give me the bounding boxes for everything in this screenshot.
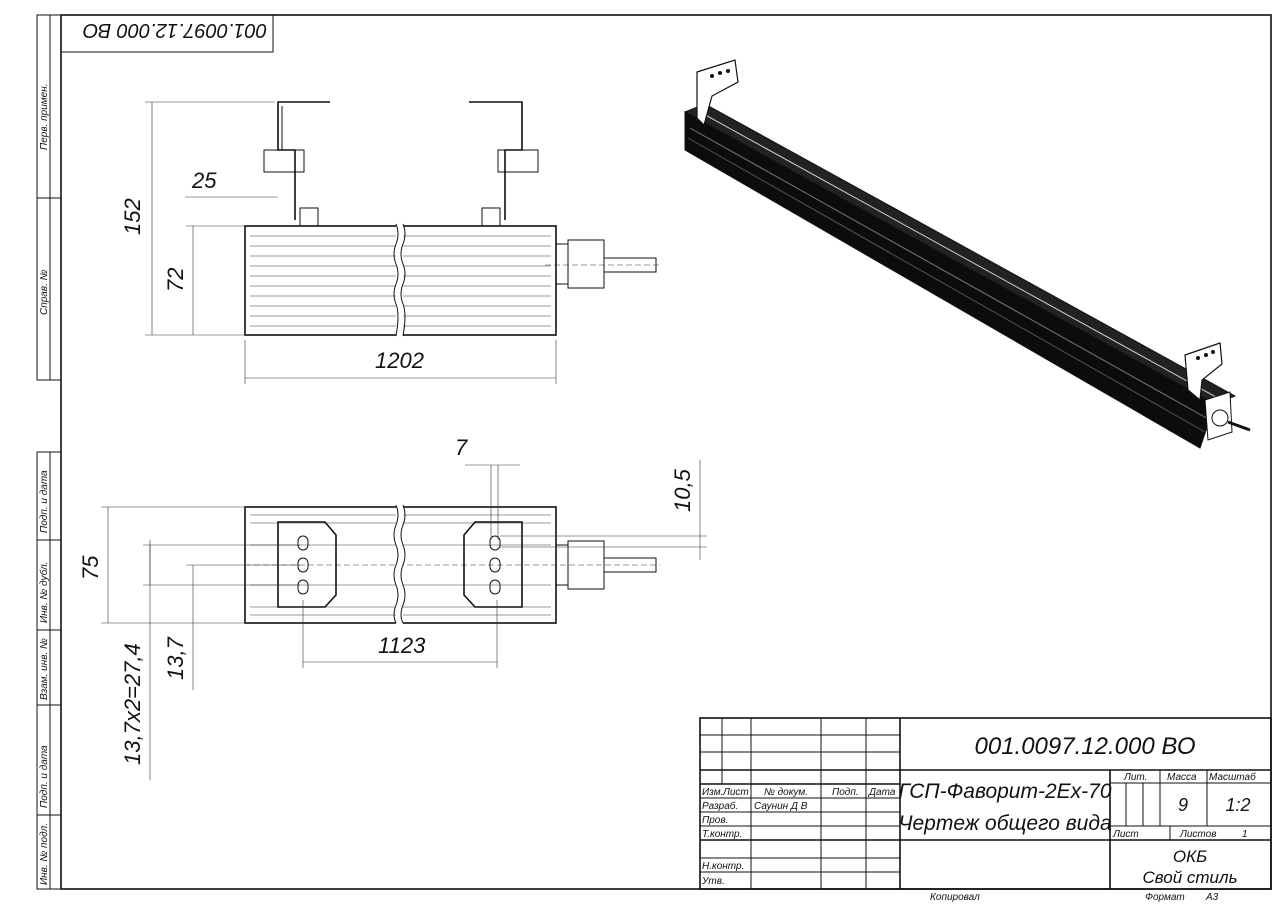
dim-72: 72	[163, 268, 188, 292]
margin-label-podp-data-2: Подп. и дата	[39, 745, 50, 808]
hdr-izm: Изм.	[702, 787, 723, 798]
role-utv: Утв.	[701, 876, 725, 887]
dim-pitch-total: 13,7x2=27,4	[120, 643, 145, 765]
title-designation: 001.0097.12.000 ВО	[975, 733, 1196, 760]
margin-label-vzam-inv: Взам. инв. №	[39, 638, 50, 700]
stamp-code: 001.0097.12.000 ВО	[83, 19, 267, 41]
dim-1123: 1123	[378, 633, 426, 658]
title-block	[699, 717, 1272, 890]
dim-13-7: 13,7	[163, 636, 188, 680]
role-nkontr: Н.контр.	[702, 861, 744, 872]
top-view	[244, 101, 660, 339]
hdr-podp: Подп.	[832, 787, 859, 798]
bottom-view-dimension-lines	[101, 460, 707, 780]
sheets-label: Листов	[1179, 829, 1216, 840]
scale-label: Масштаб	[1209, 771, 1256, 783]
sheets-count: 1	[1242, 829, 1248, 840]
top-view-dimension-lines	[145, 101, 557, 384]
title-name-line1: ГСП-Фаворит-2Ex-70	[898, 780, 1111, 803]
dim-1202: 1202	[375, 348, 424, 373]
margin-label-inv-dubl: Инв. № дубл.	[38, 562, 50, 624]
footer-copied: Копировал	[930, 892, 980, 903]
dim-152: 152	[120, 198, 145, 235]
role-tkontr: Т.контр.	[702, 829, 742, 840]
role-razrab: Разраб.	[702, 800, 738, 812]
footer-format: А3	[1205, 892, 1219, 903]
dim-7: 7	[455, 435, 468, 460]
developer-name: Саунин Д В	[754, 801, 808, 812]
margin-label-podp-data: Подп. и дата	[39, 470, 50, 533]
title-name-line2: Чертеж общего вида	[898, 812, 1111, 835]
margin-label-perv-primen: Перв. примен.	[39, 84, 50, 150]
margin-label-inv-podl: Инв. № подл.	[39, 823, 50, 885]
margin-label-sprav: Справ. №	[39, 269, 50, 315]
stamp-box	[60, 14, 274, 53]
org-line2: Свой стиль	[1142, 868, 1237, 887]
dim-75: 75	[78, 555, 103, 580]
hdr-list: Лист	[722, 787, 749, 798]
role-prov: Пров.	[702, 815, 728, 826]
sheet-label: Лист	[1112, 829, 1139, 840]
left-margin-columns	[36, 14, 62, 890]
isometric-view	[683, 59, 1251, 449]
dim-25: 25	[191, 168, 217, 193]
hdr-doc-no: № докум.	[764, 787, 808, 798]
hdr-data: Дата	[868, 787, 896, 798]
org-line1: ОКБ	[1173, 847, 1207, 866]
bottom-view	[244, 503, 660, 627]
dim-10-5: 10,5	[670, 468, 695, 512]
scale-value: 1:2	[1225, 795, 1250, 815]
footer-format-label: Формат	[1145, 892, 1185, 903]
mass-label: Масса	[1167, 772, 1197, 783]
mass-value: 9	[1178, 795, 1188, 815]
lit-label: Лит.	[1123, 772, 1147, 783]
